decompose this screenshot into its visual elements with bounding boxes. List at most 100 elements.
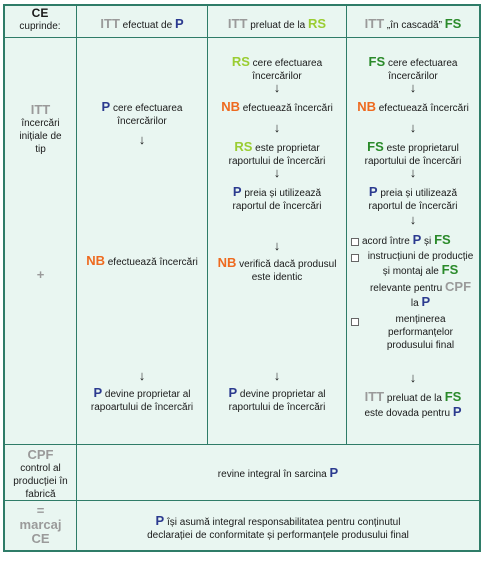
col3-itt-letter: ITT bbox=[364, 389, 385, 404]
marcaj-row-text-b: declarației de conformitate și performan… bbox=[147, 530, 409, 541]
label-cpf-line: control al bbox=[20, 463, 61, 474]
col3-arrow-2: ↓ bbox=[409, 120, 417, 135]
header-col1: ITT efectuat de P bbox=[77, 17, 207, 32]
col3-acord-text: acord între bbox=[362, 236, 410, 247]
col3-instr-p: P bbox=[421, 294, 431, 309]
col3-instructions: instrucțiuni de producție și montaj ale … bbox=[362, 250, 479, 310]
col3-instr-line: instrucțiuni de producție bbox=[367, 251, 474, 262]
header-ce-title: CE bbox=[31, 6, 49, 20]
col3-acord-p: P bbox=[412, 232, 422, 247]
col3-arrow-5: ↓ bbox=[409, 370, 417, 385]
col1-p2-text: devine proprietar al bbox=[104, 389, 191, 400]
header-col2: ITT preluat de la RS bbox=[208, 17, 346, 32]
col2-nb2-text-b: este identic bbox=[251, 272, 303, 283]
col3-nb-tests: NB efectuează încercări bbox=[347, 100, 479, 115]
col3-instr-line: și montaj ale bbox=[382, 266, 439, 277]
header-col3-fs: FS bbox=[444, 16, 462, 31]
col3-instr-cpf: CPF bbox=[445, 279, 472, 294]
label-cpf-title: CPF bbox=[27, 447, 54, 462]
label-cpf-line: fabrică bbox=[25, 489, 56, 500]
col3-p-uses: P preia și utilizează raportul de încerc… bbox=[347, 185, 479, 213]
cpf-row-p: P bbox=[329, 465, 339, 480]
col3-dov-text: este dovada pentru bbox=[364, 408, 451, 419]
col2-rs-request: RS cere efectuarea încercărilor bbox=[208, 55, 346, 83]
col2-arrow-2: ↓ bbox=[273, 120, 281, 135]
col1-p1-letter: P bbox=[101, 99, 111, 114]
col1-p-request: P cere efectuarea încercărilor bbox=[77, 100, 207, 128]
cpf-row-divider bbox=[5, 500, 479, 501]
label-itt-line: inițiale de bbox=[19, 131, 62, 142]
label-eq: = bbox=[36, 503, 45, 518]
header-col3: ITT „în cascadă” FS bbox=[347, 17, 479, 32]
col2-p-owner: P devine proprietar al raportului de înc… bbox=[208, 386, 346, 414]
header-col2-rs: RS bbox=[308, 16, 327, 31]
col1-nb-text: efectuează încercări bbox=[107, 257, 198, 268]
col2-nb2-text: verifică dacă produsul bbox=[239, 259, 337, 270]
col3-fs-request: FS cere efectuarea încercărilor bbox=[347, 55, 479, 83]
col3-ment-line: produsului final bbox=[386, 340, 455, 351]
col2-rs1-text-b: încercărilor bbox=[252, 71, 302, 82]
col3-fs1-text: cere efectuarea bbox=[387, 58, 458, 69]
col3-arrow-1: ↓ bbox=[409, 80, 417, 95]
header-col2-itt: ITT bbox=[227, 16, 248, 31]
col1-arrow-2: ↓ bbox=[138, 368, 146, 383]
col3-maintenance: menținerea performanțelor produsului fin… bbox=[362, 313, 479, 352]
col3-itt-proof: ITT preluat de la FS este dovada pentru … bbox=[347, 390, 479, 420]
header-col1-p: P bbox=[174, 16, 184, 31]
col2-arrow-4: ↓ bbox=[273, 238, 281, 253]
col3-itt-text: preluat de la bbox=[386, 393, 442, 404]
header-col2-text: preluat de la bbox=[250, 20, 306, 31]
col2-divider bbox=[346, 6, 347, 444]
col2-arrow-5: ↓ bbox=[273, 368, 281, 383]
col1-p1-text: cere efectuarea bbox=[112, 103, 183, 114]
label-marcaj-text: marcaj bbox=[19, 517, 62, 532]
table-frame bbox=[3, 4, 481, 552]
col3-fs2-text-b: raportului de încercări bbox=[364, 156, 462, 167]
header-col3-itt: ITT bbox=[364, 16, 385, 31]
header-col3-text: „în cascadă” bbox=[386, 20, 442, 31]
col2-p-uses: P preia și utilizează raportul de încerc… bbox=[208, 185, 346, 213]
col2-p1-text-b: raportul de încercări bbox=[232, 201, 322, 212]
col3-ment-line: performanțelor bbox=[387, 327, 454, 338]
col3-instr-line: relevante pentru bbox=[369, 283, 443, 294]
header-ce-sub: cuprinde: bbox=[19, 21, 61, 32]
cpf-row-text: revine integral în sarcina P bbox=[77, 466, 479, 481]
label-ce-text: CE bbox=[31, 531, 50, 546]
header-col1-itt: ITT bbox=[100, 16, 120, 31]
label-itt: ITT încercări inițiale de tip bbox=[5, 102, 76, 156]
col2-rs-owner: RS este proprietar raportului de încercă… bbox=[208, 140, 346, 168]
header-ce: CE cuprinde: bbox=[5, 6, 75, 34]
col3-nb-text: efectuează încercări bbox=[378, 103, 469, 114]
col2-nb-verify: NB verifică dacă produsul este identic bbox=[208, 256, 346, 284]
col2-p2-text-b: raportului de încercări bbox=[228, 402, 326, 413]
label-itt-line: încercări bbox=[21, 118, 60, 129]
col1-p-owner: P devine proprietar al rapoartului de în… bbox=[77, 386, 207, 414]
col1-arrow-1: ↓ bbox=[138, 132, 146, 147]
col1-p1-text-b: încercărilor bbox=[117, 116, 167, 127]
col3-fs1-letter: FS bbox=[368, 54, 386, 69]
label-itt-line: tip bbox=[35, 144, 46, 155]
col1-nb-letter: NB bbox=[86, 253, 105, 268]
col2-rs2-text-b: raportului de încercări bbox=[228, 156, 326, 167]
col3-itt-fs: FS bbox=[444, 389, 462, 404]
col1-p2-text-b: rapoartului de încercări bbox=[90, 402, 194, 413]
marcaj-row-p: P bbox=[155, 513, 165, 528]
label-cpf: CPF control al producției în fabrică bbox=[5, 447, 76, 501]
col3-ment-line: menținerea bbox=[395, 314, 446, 325]
bullet-checkbox-icon bbox=[351, 238, 359, 246]
col2-p1-letter: P bbox=[232, 184, 242, 199]
col2-rs1-text: cere efectuarea bbox=[252, 58, 323, 69]
col3-fs-owner: FS este proprietarul raportului de încer… bbox=[347, 140, 479, 168]
col1-p2-letter: P bbox=[93, 385, 103, 400]
cpf-row-desc: revine integral în sarcina bbox=[217, 469, 327, 480]
col3-p1-text: preia și utilizează bbox=[380, 188, 458, 199]
col3-arrow-4: ↓ bbox=[409, 212, 417, 227]
col3-acord-fs: FS bbox=[434, 232, 451, 247]
label-cpf-line: producției în bbox=[13, 476, 68, 487]
label-itt-title: ITT bbox=[30, 102, 51, 117]
marcaj-row-text-a: își asumă integral responsabilitatea pen… bbox=[166, 517, 401, 528]
col2-rs1-letter: RS bbox=[231, 54, 250, 69]
col3-fs1-text-b: încercărilor bbox=[388, 71, 438, 82]
col2-rs2-text: este proprietar bbox=[255, 143, 320, 154]
col3-instr-fs: FS bbox=[441, 262, 459, 277]
